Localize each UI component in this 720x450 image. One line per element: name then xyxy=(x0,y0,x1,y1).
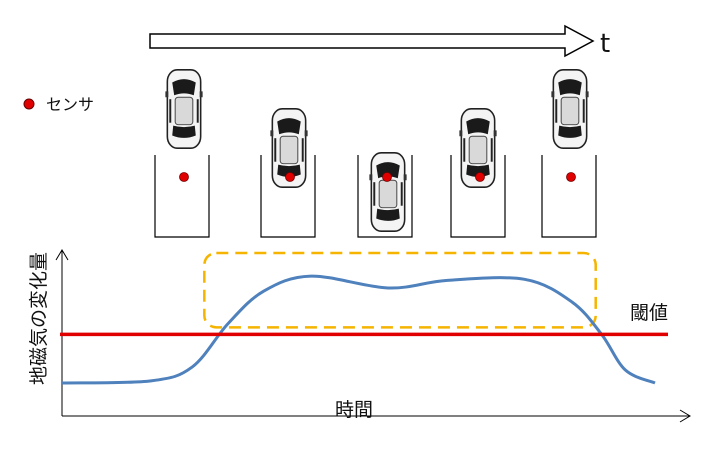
time-arrow-shape xyxy=(149,24,595,58)
car-top-view-icon xyxy=(368,151,408,233)
x-axis-arrowhead xyxy=(679,409,691,423)
y-axis-label: 地磁気の変化量 xyxy=(28,252,50,385)
sensor-dot-icon xyxy=(475,172,485,182)
car-sequence xyxy=(164,68,590,233)
sensor-dot-icon xyxy=(566,172,576,182)
parking-bay xyxy=(260,155,316,238)
detection-window-box xyxy=(203,251,597,329)
parking-bay xyxy=(541,155,597,238)
y-axis-arrowhead xyxy=(55,249,69,261)
threshold-label: 閾値 xyxy=(630,302,668,324)
car-top-view-icon xyxy=(164,68,204,150)
sensor-dot-icon xyxy=(179,172,189,182)
sensor-dot-icon xyxy=(23,98,35,110)
parking-bay xyxy=(154,155,210,238)
x-axis-label: 時間 xyxy=(335,399,373,421)
parking-bays xyxy=(154,155,597,238)
signal-line xyxy=(61,274,656,385)
time-arrow: t xyxy=(149,24,610,59)
car-top-view-icon xyxy=(550,68,590,150)
sensor-legend: センサ xyxy=(23,95,94,114)
time-arrow-label: t xyxy=(600,29,610,59)
parking-bay xyxy=(450,155,506,238)
sensor-dot-icon xyxy=(285,172,295,182)
parking-bay xyxy=(357,155,413,238)
sensor-dot-icon xyxy=(382,172,392,182)
magnetic-chart: 閾値 時間 地磁気の変化量 xyxy=(28,249,691,423)
sensor-legend-label: センサ xyxy=(46,95,94,114)
